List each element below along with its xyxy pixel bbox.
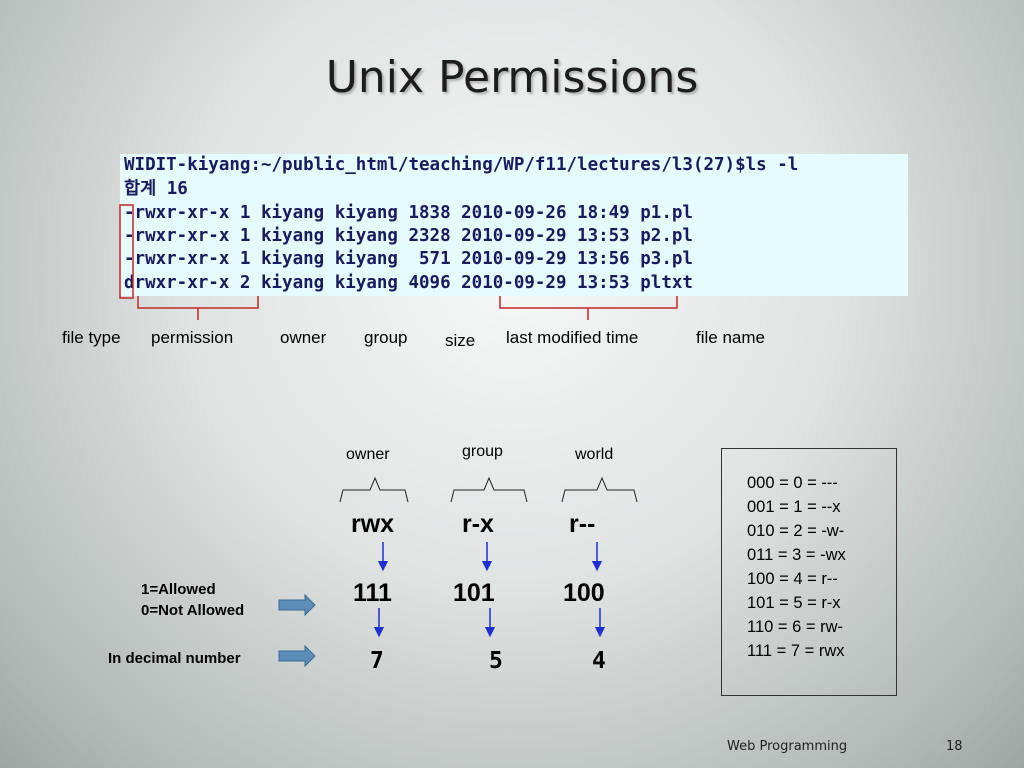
legend-item: 101 = 5 = r-x (747, 594, 841, 612)
terminal-prompt-line: WIDIT-kiyang:~/public_html/teaching/WP/f… (124, 155, 799, 175)
terminal-file-line: -rwxr-xr-x 1 kiyang kiyang 1838 2010-09-… (124, 203, 693, 223)
legend-item: 010 = 2 = -w- (747, 522, 845, 540)
legend-item: 100 = 4 = r-- (747, 570, 838, 588)
perm-world: r-- (569, 510, 596, 538)
label-size: size (445, 331, 476, 350)
decimal-owner: 7 (370, 648, 384, 674)
decimal-note: In decimal number (108, 650, 241, 667)
terminal-total-line: 합계 16 (124, 179, 188, 199)
slide-title: Unix Permissions (325, 52, 699, 103)
binary-group: 101 (453, 579, 495, 607)
footer-text: Web Programming (727, 739, 848, 754)
legend-item: 001 = 1 = --x (747, 498, 841, 516)
header-world: world (575, 446, 614, 463)
page-number: 18 (946, 739, 963, 754)
terminal-file-line: -rwxr-xr-x 1 kiyang kiyang 571 2010-09-2… (124, 249, 693, 269)
label-last-modified: last modified time (506, 328, 639, 347)
label-owner: owner (280, 328, 327, 347)
legend-item: 111 = 7 = rwx (747, 642, 845, 660)
allowed-note-line: 0=Not Allowed (141, 602, 245, 619)
perm-owner: rwx (351, 510, 395, 538)
terminal-file-line: drwxr-xr-x 2 kiyang kiyang 4096 2010-09-… (124, 273, 693, 293)
decimal-world: 4 (592, 648, 606, 674)
allowed-note: 1=Allowed 0=Not Allowed (141, 579, 244, 621)
terminal-file-line: -rwxr-xr-x 1 kiyang kiyang 2328 2010-09-… (124, 226, 693, 246)
permission-brace (137, 296, 259, 320)
header-group: group (462, 443, 503, 460)
decimal-group: 5 (489, 648, 503, 674)
legend-item: 110 = 6 = rw- (747, 618, 843, 636)
permission-legend: 000 = 0 = --- 001 = 1 = --x 010 = 2 = -w… (721, 448, 897, 696)
binary-owner: 111 (353, 579, 392, 607)
label-file-type: file type (62, 328, 121, 347)
label-group: group (364, 328, 408, 347)
group-bracket (450, 476, 528, 503)
block-arrow-right (278, 593, 316, 617)
block-arrow-right (278, 644, 316, 668)
terminal-output: WIDIT-kiyang:~/public_html/teaching/WP/f… (120, 154, 908, 296)
owner-bracket (339, 476, 409, 503)
allowed-note-line: 1=Allowed (141, 581, 216, 598)
legend-item: 011 = 3 = -wx (747, 546, 846, 564)
legend-item: 000 = 0 = --- (747, 474, 838, 492)
label-permission: permission (151, 328, 234, 347)
perm-group: r-x (462, 510, 494, 538)
modified-time-brace (499, 296, 678, 320)
world-bracket (561, 476, 638, 503)
file-type-highlight (119, 204, 134, 299)
header-owner: owner (346, 446, 390, 463)
binary-world: 100 (563, 579, 605, 607)
label-file-name: file name (696, 328, 765, 347)
